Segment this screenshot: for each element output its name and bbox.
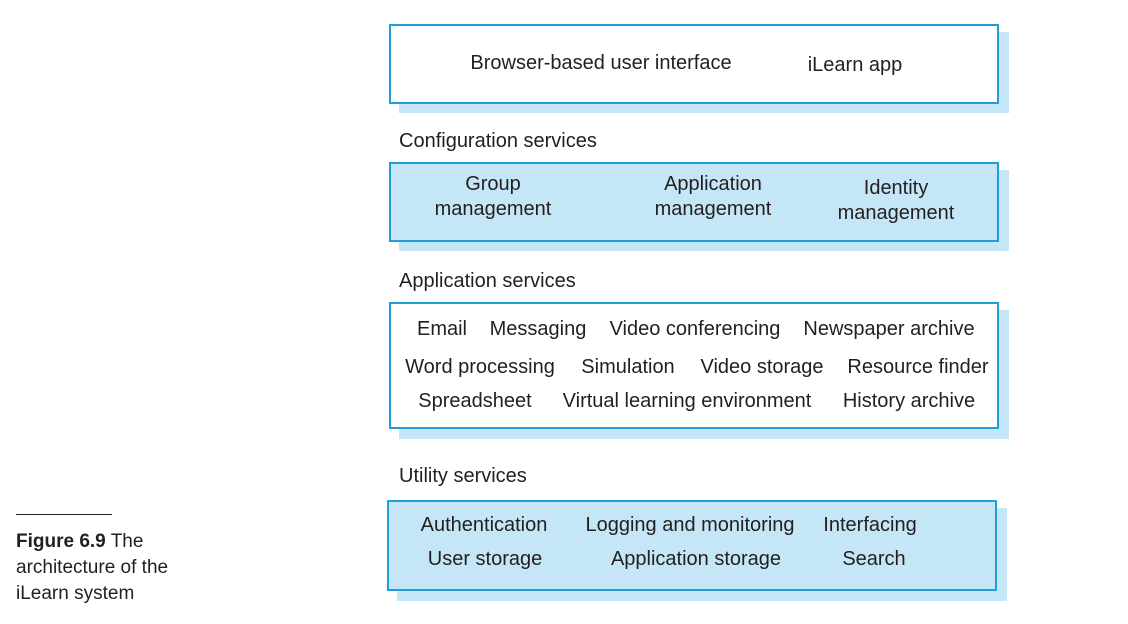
config-item-group-l1: Group xyxy=(465,173,521,195)
app-item-email: Email xyxy=(416,318,468,340)
config-item-app-l2: management xyxy=(654,198,772,220)
util-item-authentication: Authentication xyxy=(420,514,548,536)
util-item-interfacing: Interfacing xyxy=(823,514,917,536)
caption-rule xyxy=(16,514,112,515)
config-item-app-l1: Application xyxy=(664,173,762,195)
caption-line2: architecture of the xyxy=(16,557,169,578)
util-item-search: Search xyxy=(842,548,906,570)
app-item-video-storage: Video storage xyxy=(700,356,824,378)
util-item-user-storage: User storage xyxy=(427,548,543,570)
configuration-layer-box: Group management Application management … xyxy=(389,162,999,242)
ui-item-browser: Browser-based user interface xyxy=(470,52,732,74)
ui-layer: Browser-based user interface iLearn app xyxy=(389,24,1009,114)
app-item-resource-finder: Resource finder xyxy=(847,356,989,378)
util-item-application-storage: Application storage xyxy=(610,548,782,570)
application-layer-box: Email Messaging Video conferencing Newsp… xyxy=(389,302,999,429)
app-item-video-conferencing: Video conferencing xyxy=(609,318,781,340)
ui-layer-box: Browser-based user interface iLearn app xyxy=(389,24,999,104)
config-item-group-l2: management xyxy=(434,198,552,220)
caption-line1: The xyxy=(110,531,144,552)
utility-layer-box: Authentication Logging and monitoring In… xyxy=(387,500,997,591)
app-item-word-processing: Word processing xyxy=(405,356,555,378)
configuration-services-title: Configuration services xyxy=(399,130,597,152)
app-item-messaging: Messaging xyxy=(489,318,587,340)
app-item-history-archive: History archive xyxy=(842,390,976,412)
ui-item-app: iLearn app xyxy=(807,54,903,76)
app-item-spreadsheet: Spreadsheet xyxy=(418,390,532,412)
configuration-layer: Group management Application management … xyxy=(389,162,1009,252)
figure-label: Figure 6.9 xyxy=(16,531,106,552)
app-item-newspaper-archive: Newspaper archive xyxy=(803,318,975,340)
application-services-title: Application services xyxy=(399,270,576,292)
utility-layer: Authentication Logging and monitoring In… xyxy=(387,500,1007,602)
figure-caption: Figure 6.9 The architecture of the iLear… xyxy=(16,529,216,607)
app-item-virtual-learning-environment: Virtual learning environment xyxy=(562,390,812,412)
application-layer: Email Messaging Video conferencing Newsp… xyxy=(389,302,1009,440)
app-item-simulation: Simulation xyxy=(581,356,675,378)
utility-services-title: Utility services xyxy=(399,465,527,487)
config-item-identity-l1: Identity xyxy=(863,177,929,199)
util-item-logging-and-monitoring: Logging and monitoring xyxy=(585,514,795,536)
config-item-identity-l2: management xyxy=(837,202,955,224)
caption-line3: iLearn system xyxy=(16,583,135,604)
